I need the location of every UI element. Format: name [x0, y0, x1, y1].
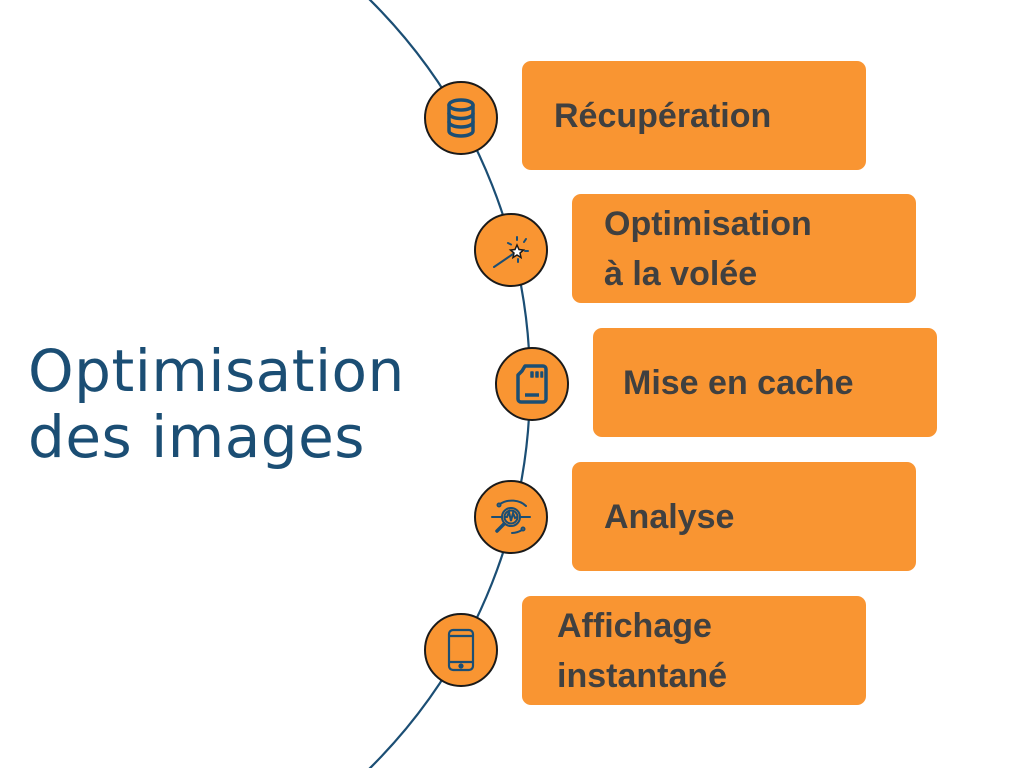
step-node-cache	[495, 347, 569, 421]
memory-card-icon	[516, 364, 548, 404]
title-line-2: des images	[28, 403, 366, 471]
step-node-optimisation	[474, 213, 548, 287]
step-label: Mise en cache	[623, 363, 854, 402]
step-box-cache: Mise en cache	[593, 328, 937, 437]
step-label: Optimisation	[604, 204, 812, 243]
step-label-line-2: instantané	[557, 656, 728, 695]
page-title: Optimisation des images	[28, 338, 405, 470]
database-icon	[447, 98, 475, 138]
smartphone-icon	[447, 628, 475, 672]
step-node-affichage	[424, 613, 498, 687]
step-box-analyse: Analyse	[572, 462, 916, 571]
title-line-1: Optimisation	[28, 337, 405, 405]
step-label-line-2: à la volée	[604, 254, 758, 293]
analysis-magnifier-icon	[491, 499, 531, 534]
magic-wand-icon	[493, 236, 529, 268]
step-box-optimisation: Optimisation à la volée	[572, 194, 916, 303]
step-node-analyse	[474, 480, 548, 554]
step-label: Analyse	[604, 497, 735, 536]
step-node-recuperation	[424, 81, 498, 155]
step-label: Récupération	[554, 96, 772, 135]
step-label: Affichage	[557, 606, 712, 645]
step-box-affichage: Affichage instantané	[522, 596, 866, 705]
step-box-recuperation: Récupération	[522, 61, 866, 170]
